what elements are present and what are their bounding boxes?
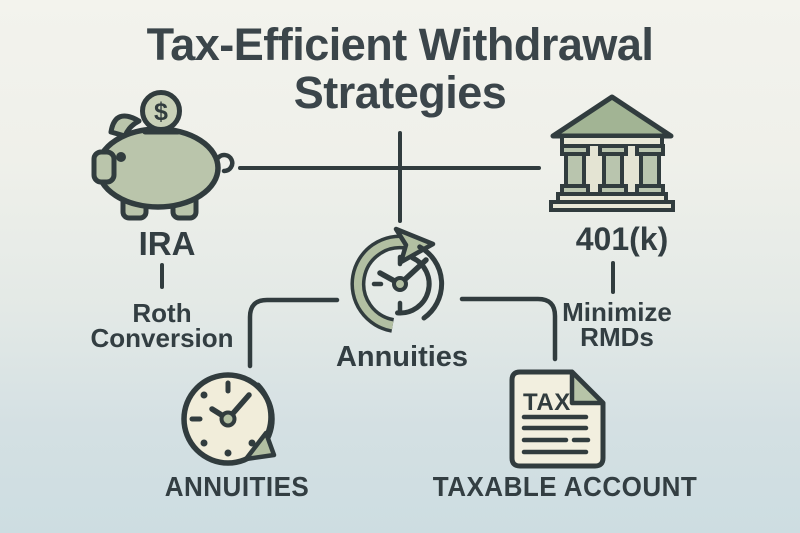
roth-conversion-line2: Conversion [90,323,234,353]
clock-history-icon [181,372,277,466]
coin-icon [140,90,182,132]
clock-cycle-icon [350,226,445,333]
connector-hub-annuities [247,297,340,369]
tax-document-icon: TAX [509,369,606,469]
piggy-bank-icon: $ [91,90,235,221]
bank-icon [549,94,675,212]
page-title: Tax-Efficient Withdrawal Strategies [0,21,800,117]
annuities-label: ANNUITIES [164,471,310,502]
ira-label: IRA [138,225,196,262]
taxable-account-label: TAXABLE ACCOUNT [432,471,698,502]
minimize-rmds-line1: Minimize [562,297,672,327]
annuities-hub-label: Annuities [335,341,469,373]
tax-document-title: TAX [523,389,571,416]
minimize-rmds-label: Minimize RMDs [562,297,672,352]
connector-hub-taxable [459,296,558,362]
roth-conversion-line1: Roth [132,298,192,328]
page-title-line1: Tax-Efficient Withdrawal [146,19,654,70]
401k-label: 401(k) [575,221,669,257]
page-title-line2: Strategies [293,67,507,118]
coin-dollar-symbol: $ [154,98,168,126]
roth-conversion-label: Roth Conversion [90,298,234,353]
minimize-rmds-line2: RMDs [580,322,654,352]
